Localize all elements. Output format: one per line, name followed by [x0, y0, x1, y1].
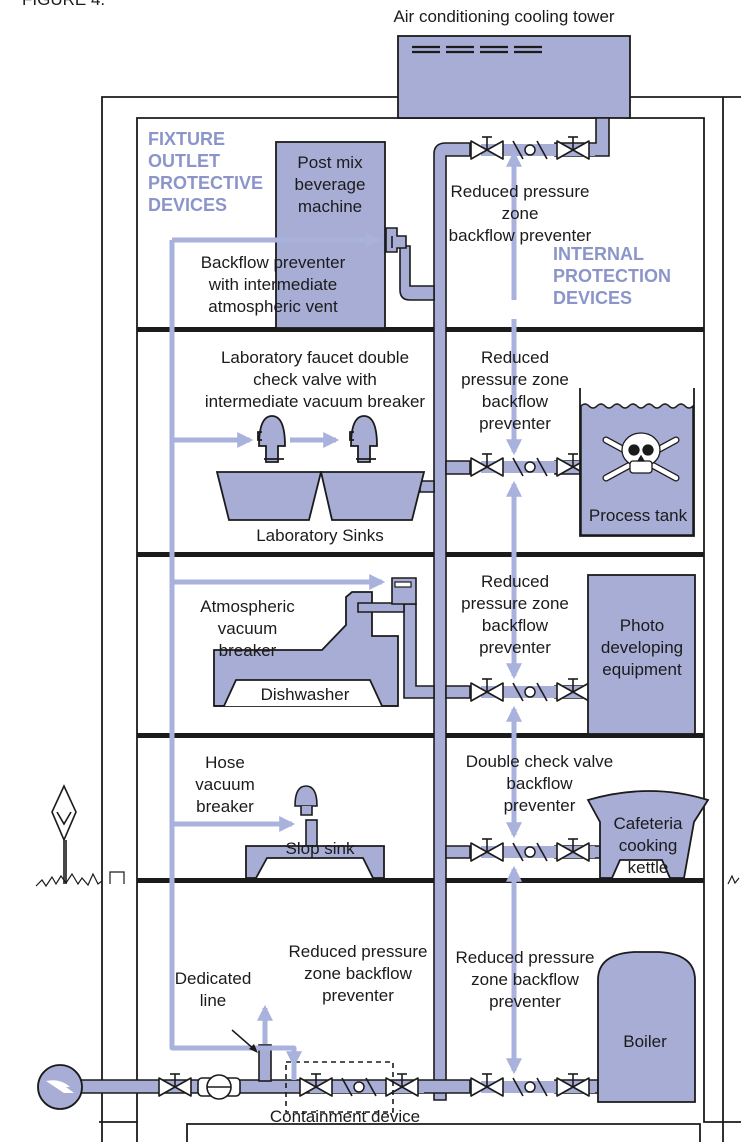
rpz-containment-label: Reduced pressure zone backflow preventer — [288, 942, 428, 1005]
poison-skull-icon — [602, 432, 680, 482]
laboratory-sinks — [215, 415, 426, 521]
service-entrance — [37, 1064, 241, 1110]
photo-label: Photo developing equipment — [600, 616, 684, 679]
intermediate-vent-label: Backflow preventer with intermediate atm… — [200, 253, 346, 316]
atmospheric-breaker-label: Atmospheric vacuum breaker — [200, 597, 295, 660]
rpz-top-label: Reduced pressure zone backflow preventer — [448, 182, 592, 245]
fire-hydrant-icon — [51, 784, 77, 884]
post-mix-machine — [275, 141, 407, 329]
backflow-assemblies — [285, 137, 595, 1113]
flow-arrows — [169, 150, 523, 1080]
cafeteria-cooking-kettle — [586, 790, 710, 879]
rpz-tank-label: Reduced pressure zone backflow preventer — [461, 348, 569, 433]
ground-grass — [35, 871, 740, 888]
dedicated-line-label: Dedicated line — [174, 969, 252, 1010]
dedicated-line-pointer — [231, 1029, 256, 1051]
cooling-tower — [397, 35, 631, 119]
photo-developing-equipment — [587, 574, 696, 735]
lab-sinks-label: Laboratory Sinks — [256, 526, 384, 545]
dishwasher — [213, 577, 417, 707]
process-tank-label: Process tank — [588, 506, 688, 525]
lab-faucet-label: Laboratory faucet double check valve wit… — [204, 348, 426, 411]
internal-devices-heading: INTERNAL PROTECTION DEVICES — [553, 244, 672, 308]
rpz-boiler-label: Reduced pressure zone backflow preventer — [455, 948, 595, 1011]
containment-device-label: Containment device — [269, 1107, 421, 1126]
figure-caption-fragment: FIGURE 4. — [22, 0, 105, 10]
floor-slabs — [137, 327, 704, 883]
post-mix-label: Post mix beverage machine — [294, 153, 366, 216]
boiler — [597, 951, 696, 1103]
hose-breaker-label: Hose vacuum breaker — [195, 753, 255, 816]
cooling-tower-label: Air conditioning cooling tower — [393, 7, 615, 26]
fixture-devices-heading: FIXTURE OUTLET PROTECTIVE DEVICES — [148, 129, 264, 215]
dishwasher-label: Dishwasher — [260, 685, 350, 704]
boiler-label: Boiler — [623, 1032, 667, 1051]
double-check-label: Double check valve backflow preventer — [465, 752, 614, 815]
kettle-label: Cafeteria cooking kettle — [613, 814, 683, 877]
slop-sink — [245, 785, 385, 879]
rpz-photo-label: Reduced pressure zone backflow preventer — [461, 572, 569, 657]
slop-sink-label: Slop sink — [285, 839, 355, 858]
